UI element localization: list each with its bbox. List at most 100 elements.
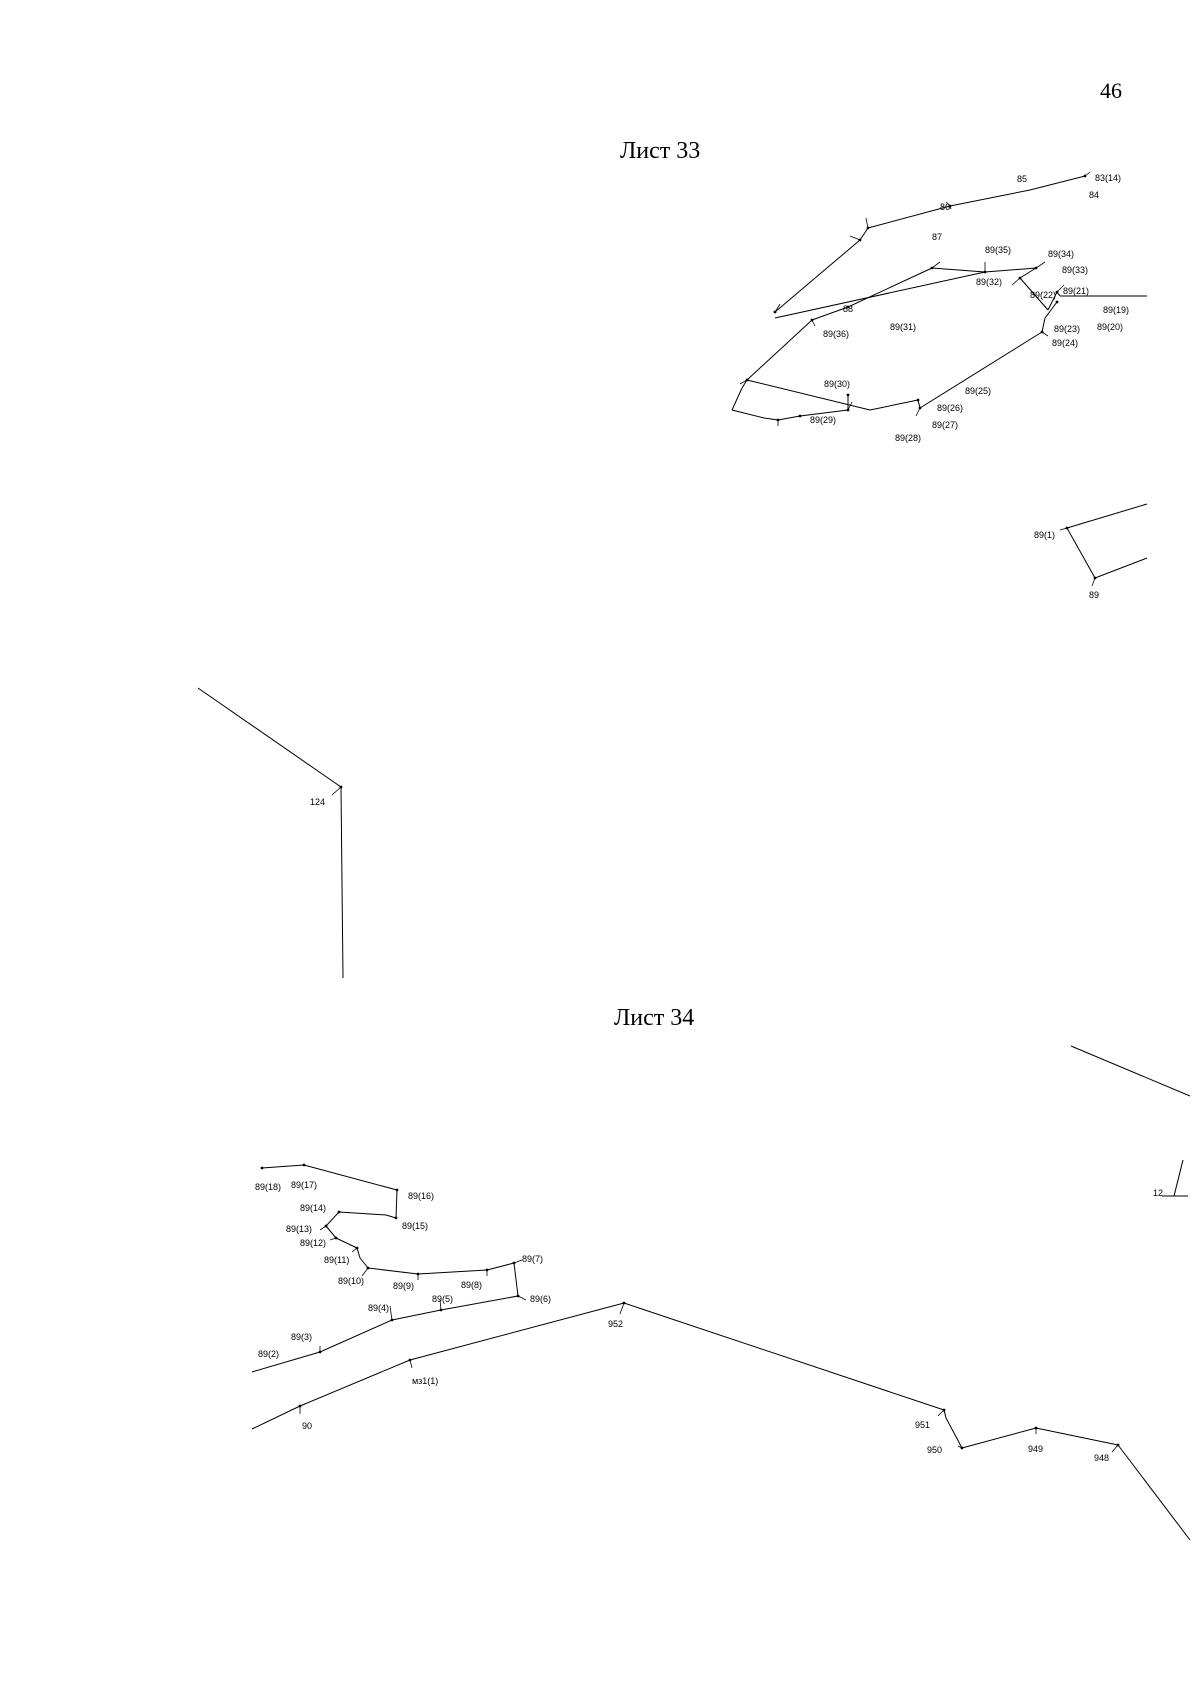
point-label: 89(7) [522, 1254, 543, 1264]
point-label: 89(26) [937, 403, 963, 413]
boundary-point [745, 378, 749, 382]
page-number: 46 [1100, 78, 1122, 103]
boundary-segment [1044, 301, 1058, 319]
point-label: 89(27) [932, 420, 958, 430]
point-label: 89(23) [1054, 324, 1080, 334]
boundary-point [318, 1350, 322, 1354]
point-label: 89(31) [890, 322, 916, 332]
label-leader [361, 1267, 369, 1277]
boundary-point [1034, 266, 1038, 270]
boundary-point [1116, 1443, 1120, 1447]
point-label: мз1(1) [412, 1376, 438, 1386]
boundary-segment [319, 1319, 393, 1353]
boundary-segment [799, 409, 849, 417]
point-label: 89(15) [402, 1221, 428, 1231]
boundary-segment [1070, 1045, 1191, 1097]
point-label: 89(30) [824, 379, 850, 389]
boundary-segment [847, 267, 933, 308]
boundary-segment [1173, 1159, 1184, 1197]
point-label: 89(36) [823, 329, 849, 339]
boundary-segment [945, 1417, 963, 1449]
boundary-point [846, 305, 850, 309]
point-label: 12 [1153, 1188, 1163, 1198]
point-label: 85 [1017, 174, 1027, 184]
point-label: 952 [608, 1319, 623, 1329]
boundary-segment [867, 205, 951, 229]
boundary-points [260, 174, 1120, 1450]
label-leader [915, 407, 921, 417]
boundary-segment [984, 267, 1037, 273]
boundary-segment [931, 267, 986, 273]
boundary-point [1055, 290, 1059, 294]
point-label: 950 [927, 1445, 942, 1455]
boundary-point [324, 1224, 328, 1228]
label-leaders [299, 171, 1119, 1453]
boundary-point [866, 226, 870, 230]
boundary-segment [811, 306, 849, 321]
boundary-point [846, 393, 850, 397]
point-label: 89(25) [965, 386, 991, 396]
point-label: 124 [310, 797, 325, 807]
boundary-point [366, 1266, 370, 1270]
boundary-segment [731, 409, 765, 419]
boundary-point [1034, 1426, 1038, 1430]
point-label: 89(9) [393, 1281, 414, 1291]
boundary-point [948, 204, 952, 208]
point-label: 89(8) [461, 1280, 482, 1290]
boundary-segment [1035, 1427, 1119, 1446]
label-leader [1056, 284, 1065, 293]
point-label: 84 [1089, 190, 1099, 200]
label-leader [1091, 577, 1096, 587]
boundary-segment [359, 1257, 369, 1269]
boundary-point [622, 1301, 626, 1305]
boundary-segment [356, 1247, 361, 1259]
boundary-point [339, 785, 343, 789]
point-label: 88 [843, 304, 853, 314]
point-label: 89(29) [810, 415, 836, 425]
point-label: 89(32) [976, 277, 1002, 287]
boundary-point [334, 1236, 338, 1240]
label-leader [847, 401, 853, 411]
point-label: 89(13) [286, 1224, 312, 1234]
boundary-point [394, 1216, 398, 1220]
boundary-point [846, 408, 850, 412]
label-leader [517, 1295, 527, 1301]
point-label: 89(34) [1048, 249, 1074, 259]
point-label: 89(6) [530, 1294, 551, 1304]
point-label: 89(22) [1030, 290, 1056, 300]
point-label: 89(12) [300, 1238, 326, 1248]
boundary-point [930, 266, 934, 270]
boundary-segment [746, 379, 871, 411]
boundary-point [858, 238, 862, 242]
boundary-point [485, 1268, 489, 1272]
boundary-segment [777, 415, 801, 421]
point-label: 89(18) [255, 1182, 281, 1192]
boundary-segment [949, 189, 1031, 207]
point-label: 89(4) [368, 1303, 389, 1313]
boundary-point [942, 1408, 946, 1412]
point-label: 89(28) [895, 433, 921, 443]
point-label: 89(10) [338, 1276, 364, 1286]
point-label: 89(20) [1097, 322, 1123, 332]
label-leader [1011, 277, 1021, 286]
point-label: 89(5) [432, 1294, 453, 1304]
boundary-segment [1041, 317, 1046, 333]
label-leader [774, 303, 781, 313]
boundary-point [798, 414, 802, 418]
boundary-segment [1047, 291, 1058, 311]
boundary-point [512, 1261, 516, 1265]
boundary-point [260, 1166, 264, 1170]
boundary-segment [409, 1302, 625, 1361]
boundary-point [918, 406, 922, 410]
label-leader [331, 786, 342, 796]
point-label: 89(11) [324, 1255, 349, 1265]
boundary-segment [303, 1164, 398, 1191]
label-leader [849, 235, 861, 241]
boundary-point [408, 1358, 412, 1362]
boundary-point [1065, 526, 1069, 530]
boundary-segment [859, 227, 869, 241]
boundary-segment [869, 399, 919, 411]
boundary-segment [251, 1351, 321, 1373]
boundary-segment [197, 687, 342, 788]
boundary-point [302, 1163, 306, 1167]
